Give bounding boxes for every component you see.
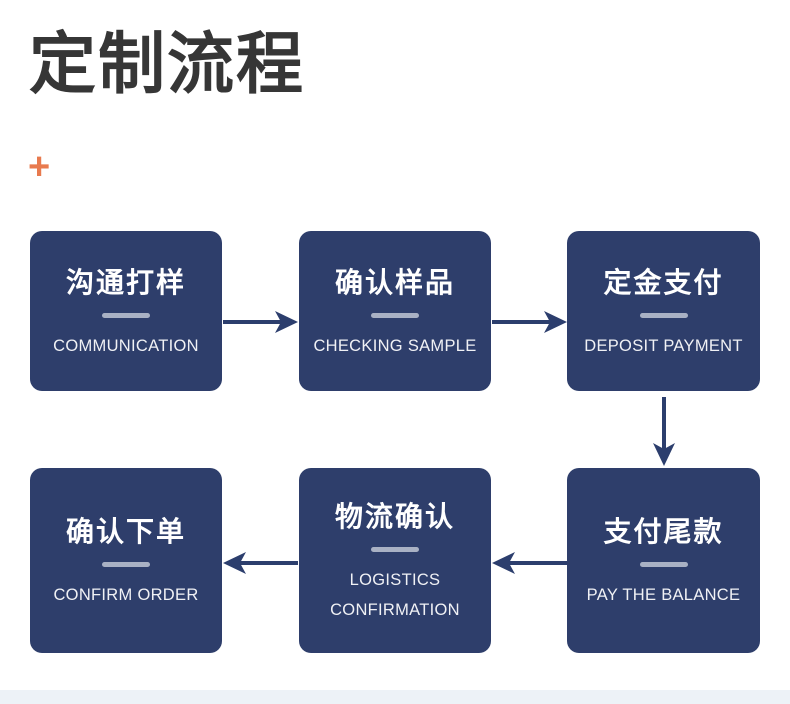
step-title-zh: 定金支付 [603, 266, 724, 298]
step-card-communication: 沟通打样 COMMUNICATION [30, 231, 222, 391]
step-divider [102, 312, 150, 318]
step-divider [371, 547, 419, 553]
step-divider [639, 562, 688, 568]
step-divider [639, 312, 688, 318]
arrow-down-icon [650, 397, 678, 466]
step-subtitle-en: LOGISTICS CONFIRMATION [330, 571, 460, 619]
step-title-zh: 沟通打样 [65, 266, 186, 298]
step-title-zh: 物流确认 [334, 501, 455, 533]
step-card-logistics-confirmation: 物流确认 LOGISTICS CONFIRMATION [299, 468, 491, 653]
arrow-left-icon [492, 549, 567, 577]
page-title: 定制流程 [29, 27, 305, 102]
step-title-zh: 确认下单 [65, 516, 186, 548]
step-subtitle-en: CONFIRM ORDER [53, 586, 199, 605]
step-title-zh: 确认样品 [334, 266, 455, 298]
step-subtitle-en: DEPOSIT PAYMENT [584, 336, 743, 355]
step-card-checking-sample: 确认样品 CHECKING SAMPLE [299, 231, 491, 391]
step-subtitle-en: PAY THE BALANCE [586, 586, 741, 605]
arrow-right-icon [492, 308, 567, 336]
arrow-right-icon [223, 308, 298, 336]
step-card-deposit-payment: 定金支付 DEPOSIT PAYMENT [567, 231, 760, 391]
arrow-left-icon [223, 549, 298, 577]
step-card-confirm-order: 确认下单 CONFIRM ORDER [30, 468, 222, 653]
step-title-zh: 支付尾款 [603, 516, 724, 548]
step-subtitle-en: COMMUNICATION [53, 336, 199, 355]
step-divider [102, 562, 150, 568]
step-card-pay-the-balance: 支付尾款 PAY THE BALANCE [567, 468, 760, 653]
bottom-accent-bar [0, 690, 790, 704]
plus-accent-icon: + [28, 146, 51, 188]
step-divider [371, 312, 419, 318]
step-subtitle-en: CHECKING SAMPLE [313, 336, 477, 355]
